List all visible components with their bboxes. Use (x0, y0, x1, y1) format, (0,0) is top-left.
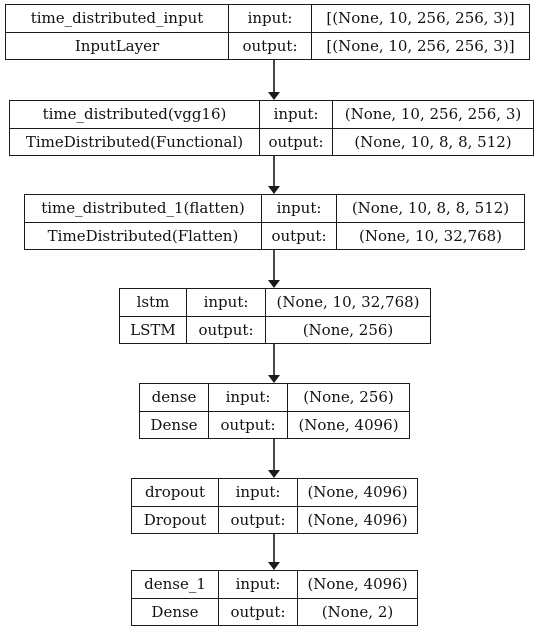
layer-node-time-distributed-vgg16: time_distributed(vgg16) TimeDistributed(… (9, 100, 534, 156)
layer-type: LSTM (120, 315, 186, 344)
layer-type: TimeDistributed(Flatten) (25, 221, 261, 250)
layer-name: dense_1 (144, 575, 206, 594)
output-label: output: (262, 221, 336, 250)
edge-2-3 (268, 250, 280, 288)
arrowhead-icon (268, 92, 280, 100)
layer-io-col: input: output: (186, 289, 265, 343)
layer-node-time-distributed-1-flatten: time_distributed_1(flatten) TimeDistribu… (24, 194, 525, 250)
output-shape: (None, 10, 32,768) (337, 221, 524, 250)
output-label: output: (219, 505, 297, 534)
output-shape: (None, 4096) (298, 505, 417, 534)
arrowhead-icon (268, 470, 280, 478)
output-shape: [(None, 10, 256, 256, 3)] (312, 31, 529, 60)
layer-node-dropout: dropout Dropout input: output: (None, 40… (131, 478, 418, 534)
layer-type: Dense (132, 597, 218, 626)
layer-io-col: input: output: (228, 5, 311, 59)
output-label: output: (229, 31, 311, 60)
layer-type: Dropout (132, 505, 218, 534)
layer-io-col: input: output: (218, 571, 297, 625)
output-shape: (None, 4096) (288, 410, 409, 439)
input-shape: (None, 256) (303, 388, 394, 407)
layer-node-lstm: lstm LSTM input: output: (None, 10, 32,7… (119, 288, 431, 344)
input-label: input: (225, 388, 271, 407)
layer-type: TimeDistributed(Functional) (10, 127, 259, 156)
output-label: output: (187, 315, 265, 344)
layer-shape-col: (None, 10, 256, 256, 3) (None, 10, 8, 8,… (332, 101, 533, 155)
layer-name-col: time_distributed(vgg16) TimeDistributed(… (10, 101, 259, 155)
output-label: output: (260, 127, 332, 156)
output-shape: (None, 256) (266, 315, 430, 344)
layer-shape-col: (None, 4096) (None, 2) (297, 571, 417, 625)
input-shape: (None, 4096) (307, 575, 408, 594)
input-shape: (None, 10, 256, 256, 3) (344, 105, 522, 124)
input-label: input: (235, 483, 281, 502)
layer-name-col: dropout Dropout (132, 479, 218, 533)
arrowhead-icon (268, 375, 280, 383)
layer-name: dense (151, 388, 197, 407)
input-label: input: (247, 9, 293, 28)
layer-name: time_distributed(vgg16) (42, 105, 227, 124)
layer-name: time_distributed_input (30, 9, 204, 28)
input-label: input: (276, 199, 322, 218)
output-label: output: (219, 597, 297, 626)
layer-name: dropout (144, 483, 206, 502)
layer-io-col: input: output: (261, 195, 336, 249)
output-shape: (None, 2) (298, 597, 417, 626)
layer-io-col: input: output: (208, 384, 287, 438)
layer-node-dense: dense Dense input: output: (None, 256) (… (139, 383, 410, 439)
layer-type: InputLayer (6, 31, 228, 60)
layer-node-dense-1: dense_1 Dense input: output: (None, 4096… (131, 570, 418, 626)
input-shape: [(None, 10, 256, 256, 3)] (326, 9, 515, 28)
input-shape: (None, 4096) (307, 483, 408, 502)
layer-name-col: time_distributed_input InputLayer (6, 5, 228, 59)
layer-shape-col: (None, 256) (None, 4096) (287, 384, 409, 438)
arrowhead-icon (268, 280, 280, 288)
output-shape: (None, 10, 8, 8, 512) (333, 127, 533, 156)
layer-shape-col: (None, 4096) (None, 4096) (297, 479, 417, 533)
layer-name-col: time_distributed_1(flatten) TimeDistribu… (25, 195, 261, 249)
edge-5-6 (268, 534, 280, 570)
layer-io-col: input: output: (218, 479, 297, 533)
layer-type: Dense (140, 410, 208, 439)
output-label: output: (209, 410, 287, 439)
layer-name: time_distributed_1(flatten) (41, 199, 245, 218)
input-label: input: (273, 105, 319, 124)
layer-node-time-distributed-input: time_distributed_input InputLayer input:… (5, 4, 530, 60)
edge-0-1 (268, 60, 280, 100)
input-label: input: (235, 575, 281, 594)
layer-shape-col: (None, 10, 8, 8, 512) (None, 10, 32,768) (336, 195, 524, 249)
input-label: input: (203, 293, 249, 312)
input-shape: (None, 10, 8, 8, 512) (351, 199, 510, 218)
layer-name-col: lstm LSTM (120, 289, 186, 343)
arrowhead-icon (268, 562, 280, 570)
edge-4-5 (268, 439, 280, 478)
arrowhead-icon (268, 186, 280, 194)
layer-name-col: dense Dense (140, 384, 208, 438)
layer-io-col: input: output: (259, 101, 332, 155)
edge-3-4 (268, 344, 280, 383)
layer-shape-col: (None, 10, 32,768) (None, 256) (265, 289, 430, 343)
layer-shape-col: [(None, 10, 256, 256, 3)] [(None, 10, 25… (311, 5, 529, 59)
layer-name-col: dense_1 Dense (132, 571, 218, 625)
edge-1-2 (268, 156, 280, 194)
input-shape: (None, 10, 32,768) (276, 293, 420, 312)
layer-name: lstm (136, 293, 170, 312)
